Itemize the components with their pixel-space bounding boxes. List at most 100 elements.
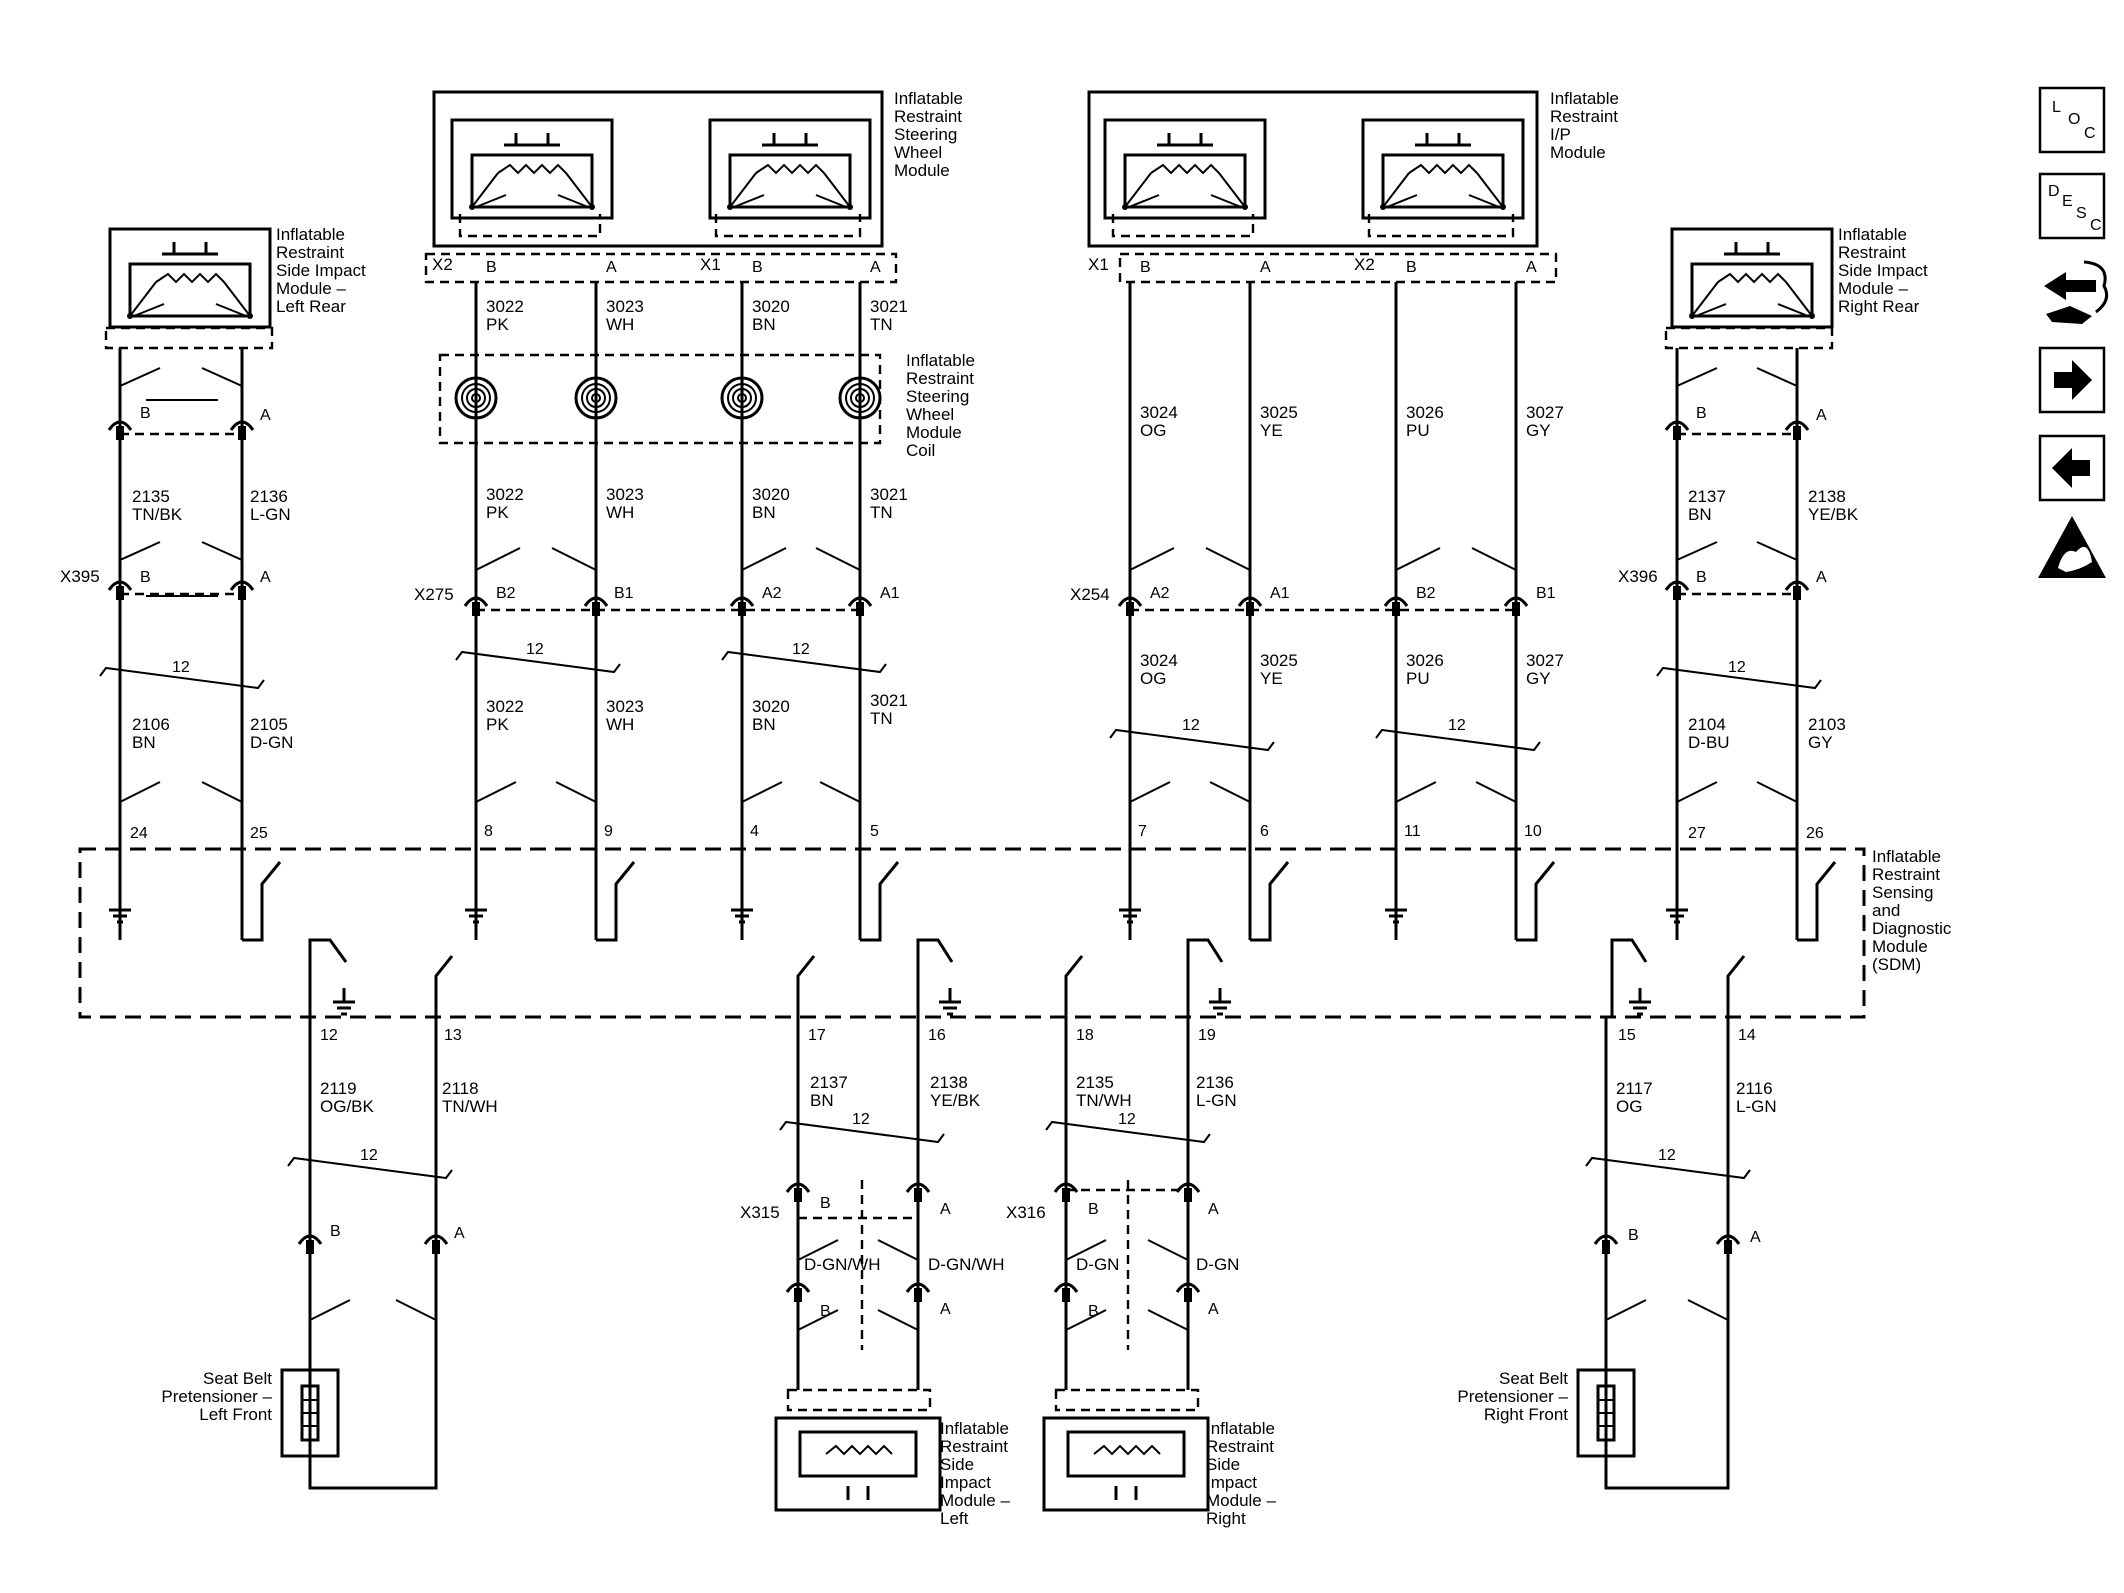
svg-text:12: 12	[1728, 659, 1746, 676]
svg-text:X396: X396	[1618, 567, 1658, 586]
svg-text:3020: 3020	[752, 485, 790, 504]
svg-text:25: 25	[250, 825, 268, 842]
svg-text:2119: 2119	[320, 1079, 357, 1098]
svg-text:Seat Belt: Seat Belt	[1499, 1369, 1568, 1388]
svg-text:Inflatable: Inflatable	[906, 351, 975, 370]
svg-text:15: 15	[1618, 1027, 1636, 1044]
svg-text:14: 14	[1738, 1027, 1756, 1044]
lower-wires	[297, 1018, 1741, 1490]
svg-text:A: A	[1816, 569, 1827, 586]
svg-text:Sensing: Sensing	[1872, 883, 1933, 902]
steering-wheel-module	[424, 90, 898, 284]
svg-text:L-GN: L-GN	[250, 505, 291, 524]
svg-text:YE/BK: YE/BK	[1808, 505, 1859, 524]
svg-text:4: 4	[750, 823, 759, 840]
svg-text:L: L	[2052, 99, 2061, 116]
svg-text:12: 12	[1448, 717, 1466, 734]
esd-warning-icon[interactable]	[2038, 516, 2106, 578]
svg-text:BN: BN	[752, 315, 776, 334]
svg-text:Pretensioner –: Pretensioner –	[1457, 1387, 1568, 1406]
svg-text:12: 12	[792, 641, 810, 658]
svg-text:Module –: Module –	[276, 279, 346, 298]
svg-text:2117: 2117	[1616, 1079, 1653, 1098]
svg-text:TN: TN	[870, 503, 893, 522]
svg-text:Side Impact: Side Impact	[276, 261, 366, 280]
svg-text:B: B	[820, 1303, 831, 1320]
svg-text:24: 24	[130, 825, 148, 842]
svg-text:B2: B2	[496, 585, 516, 602]
loc-button[interactable]: L O C	[2038, 86, 2106, 154]
svg-text:Module: Module	[1550, 143, 1606, 162]
svg-text:A: A	[870, 259, 881, 276]
steering-wheel-coil	[438, 353, 882, 445]
svg-text:Module: Module	[906, 423, 962, 442]
svg-text:3022: 3022	[486, 485, 524, 504]
svg-text:18: 18	[1076, 1027, 1094, 1044]
svg-text:A1: A1	[880, 585, 900, 602]
svg-text:A: A	[1208, 1201, 1219, 1218]
svg-text:3023: 3023	[606, 697, 644, 716]
pin-labels: B A B A B A B A B A B A B A B A B2 B1 A2…	[130, 259, 1827, 1320]
svg-text:B: B	[1406, 259, 1417, 276]
svg-text:3026: 3026	[1406, 651, 1444, 670]
svg-text:B: B	[1696, 405, 1707, 422]
svg-text:A: A	[940, 1201, 951, 1218]
svg-text:A: A	[1750, 1229, 1761, 1246]
next-page-arrow-icon[interactable]	[2038, 346, 2106, 414]
svg-text:Restraint: Restraint	[1838, 243, 1906, 262]
svg-text:X275: X275	[414, 585, 454, 604]
svg-text:Diagnostic: Diagnostic	[1872, 919, 1952, 938]
svg-text:2106: 2106	[132, 715, 170, 734]
svg-text:2138: 2138	[930, 1073, 968, 1092]
svg-text:Inflatable: Inflatable	[1838, 225, 1907, 244]
desc-button[interactable]: D E S C	[2038, 172, 2106, 240]
svg-text:Module: Module	[1872, 937, 1928, 956]
svg-text:OG: OG	[1616, 1097, 1642, 1116]
svg-text:11: 11	[1404, 823, 1421, 840]
svg-text:E: E	[2062, 193, 2073, 210]
svg-text:A2: A2	[762, 585, 782, 602]
component-labels: Inflatable Restraint Steering Wheel Modu…	[161, 89, 1951, 1528]
svg-text:12: 12	[526, 641, 544, 658]
connector-tools-icon[interactable]	[2044, 260, 2109, 324]
svg-text:3026: 3026	[1406, 403, 1444, 422]
left-rear-side-module	[104, 227, 274, 350]
svg-text:OG: OG	[1140, 421, 1166, 440]
svg-text:TN: TN	[870, 315, 893, 334]
svg-text:X1: X1	[700, 255, 721, 274]
svg-text:Restraint: Restraint	[1206, 1437, 1274, 1456]
twisted-pair-marks	[99, 650, 1822, 1180]
svg-text:TN/BK: TN/BK	[132, 505, 183, 524]
svg-text:A: A	[1260, 259, 1271, 276]
svg-text:3023: 3023	[606, 297, 644, 316]
svg-text:Inflatable: Inflatable	[1550, 89, 1619, 108]
svg-text:BN: BN	[810, 1091, 834, 1110]
svg-text:Module –: Module –	[940, 1491, 1010, 1510]
svg-text:2118: 2118	[442, 1079, 479, 1098]
svg-text:Restraint: Restraint	[1872, 865, 1940, 884]
svg-text:2136: 2136	[1196, 1073, 1234, 1092]
svg-text:Inflatable: Inflatable	[1872, 847, 1941, 866]
svg-text:B: B	[1088, 1201, 1099, 1218]
svg-text:2135: 2135	[132, 487, 170, 506]
svg-text:Wheel: Wheel	[906, 405, 954, 424]
previous-page-arrow-icon[interactable]	[2038, 434, 2106, 502]
svg-text:X316: X316	[1006, 1203, 1046, 1222]
svg-text:Impact: Impact	[940, 1473, 991, 1492]
svg-text:3024: 3024	[1140, 651, 1178, 670]
svg-text:10: 10	[1524, 823, 1542, 840]
svg-text:A: A	[1526, 259, 1537, 276]
svg-text:B: B	[1088, 1303, 1099, 1320]
svg-text:B: B	[1140, 259, 1151, 276]
svg-text:12: 12	[320, 1027, 338, 1044]
svg-text:Coil: Coil	[906, 441, 935, 460]
svg-text:12: 12	[1658, 1147, 1676, 1164]
svg-text:A: A	[1208, 1301, 1219, 1318]
svg-text:A: A	[606, 259, 617, 276]
ground-icon	[331, 986, 357, 1016]
svg-text:B: B	[820, 1195, 831, 1212]
right-rear-side-module	[1664, 227, 1834, 350]
svg-text:C: C	[2090, 217, 2102, 234]
svg-text:A2: A2	[1150, 585, 1170, 602]
